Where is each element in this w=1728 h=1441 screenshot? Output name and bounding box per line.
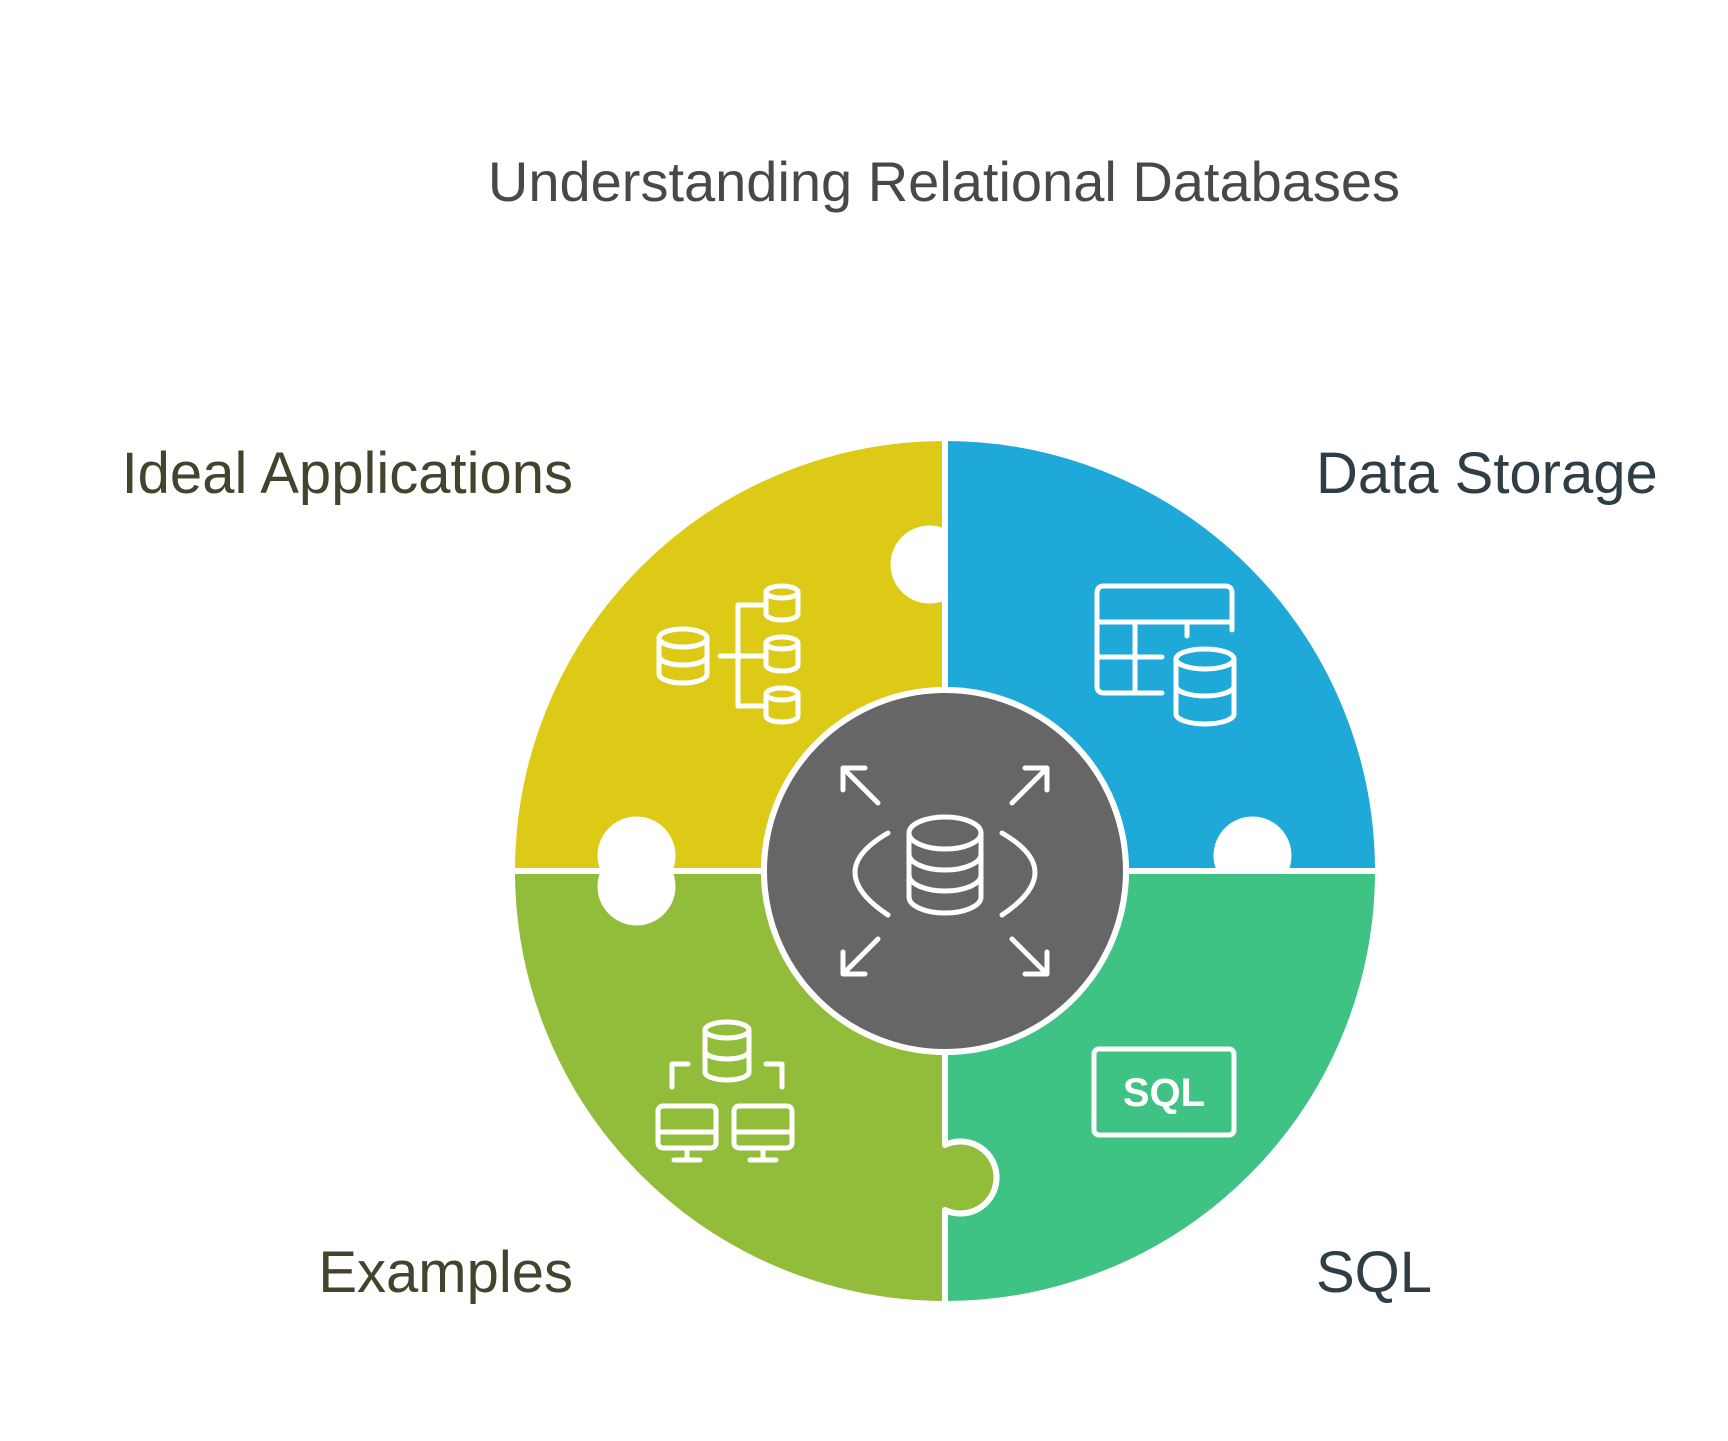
table-database-icon bbox=[1094, 583, 1237, 727]
database-hierarchy-icon bbox=[656, 583, 801, 725]
label-data-storage: Data Storage bbox=[1316, 441, 1658, 506]
segment-examples[interactable] bbox=[509, 868, 1000, 1307]
sql-icon: SQL bbox=[1091, 1046, 1237, 1138]
diagram-title: Understanding Relational Databases bbox=[488, 150, 1400, 213]
label-examples: Examples bbox=[318, 1240, 573, 1305]
database-expand-icon bbox=[840, 765, 1050, 977]
svg-text:SQL: SQL bbox=[1123, 1071, 1205, 1115]
label-sql: SQL bbox=[1316, 1240, 1432, 1305]
networked-computers-icon bbox=[655, 1019, 795, 1163]
label-ideal-applications: Ideal Applications bbox=[122, 441, 573, 506]
